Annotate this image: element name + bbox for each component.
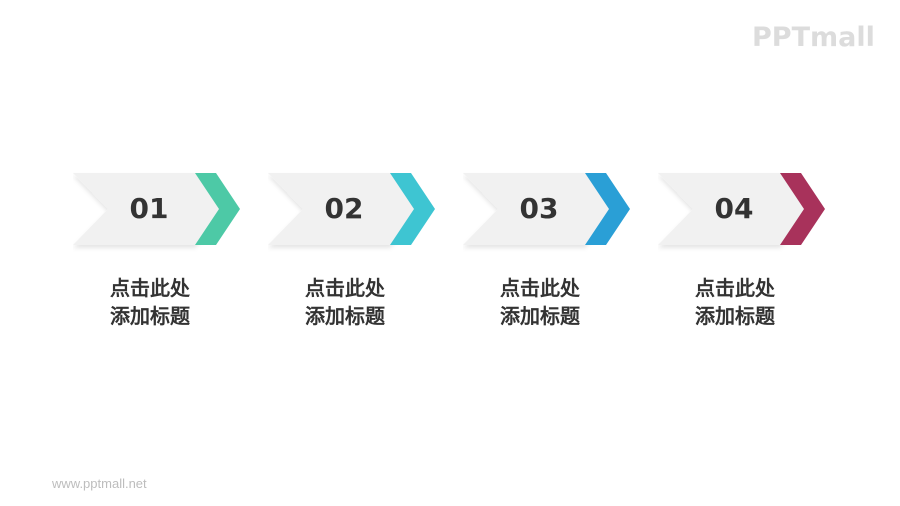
step-title: 点击此处添加标题 — [305, 276, 385, 328]
chevron-arrow-icon — [658, 173, 825, 245]
step-3: 03 点击此处添加标题 — [463, 172, 633, 328]
footer-url: www.pptmall.net — [52, 476, 147, 491]
chevron-arrow-icon — [73, 173, 240, 245]
step-4: 04 点击此处添加标题 — [658, 172, 828, 328]
pptmall-logo: PPTmall — [752, 22, 875, 53]
step-2: 02 点击此处添加标题 — [268, 172, 438, 328]
chevron-arrow-icon — [463, 173, 630, 245]
step-number: 01 — [129, 192, 169, 225]
step-number: 03 — [519, 192, 559, 225]
step-number: 02 — [324, 192, 364, 225]
step-title: 点击此处添加标题 — [500, 276, 580, 328]
step-number: 04 — [714, 192, 754, 225]
step-1: 01 点击此处添加标题 — [73, 172, 243, 328]
step-title: 点击此处添加标题 — [695, 276, 775, 328]
step-title: 点击此处添加标题 — [110, 276, 190, 328]
chevron-arrow-icon — [268, 173, 435, 245]
